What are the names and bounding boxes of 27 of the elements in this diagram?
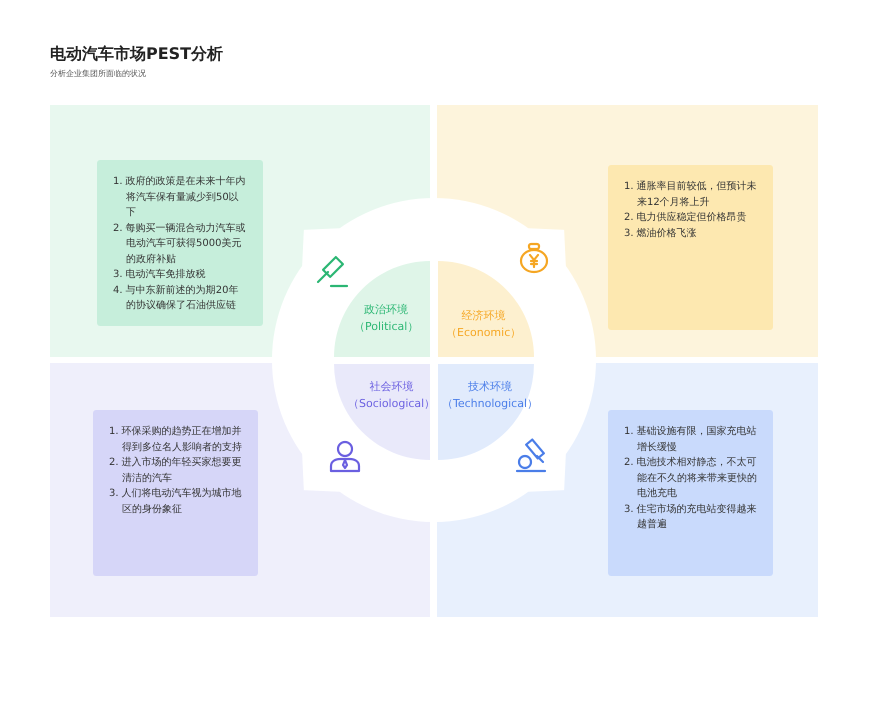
quadrant-subheading: （Technological） bbox=[442, 396, 538, 412]
subtitle: 分析企业集团所面临的状况 bbox=[50, 68, 146, 79]
quadrant-subheading: （Economic） bbox=[446, 325, 522, 341]
list-item: 1. 通胀率目前较低，但预计未来12个月将上升 bbox=[624, 180, 757, 210]
quadrant-heading: 社会环境 bbox=[368, 379, 415, 395]
list-item: 3. 住宅市场的充电站变得越来越普遍 bbox=[624, 502, 757, 532]
quadrant-heading: 经济环境 bbox=[460, 308, 507, 324]
list-item: 1. 基础设施有限，国家充电站增长缓慢 bbox=[624, 424, 757, 454]
list-item: 2. 电池技术相对静态，不太可能在不久的将来带来更快的电池充电 bbox=[624, 456, 757, 501]
quadrant-heading: 政治环境 bbox=[363, 302, 410, 318]
title: 电动汽车市场PEST分析 bbox=[50, 44, 224, 65]
quadrant-subheading: （Political） bbox=[354, 319, 418, 335]
list-item: 2. 电力供应稳定但价格昂贵 bbox=[624, 210, 748, 225]
list-item: 2. 进入市场的年轻买家想要更清洁的汽车 bbox=[109, 456, 242, 486]
note-card bbox=[608, 165, 773, 330]
list-item: 3. 电动汽车免排放税 bbox=[113, 268, 207, 282]
list-item: 3. 燃油价格飞涨 bbox=[624, 226, 698, 240]
list-item: 2. 每购买一辆混合动力汽车或电动汽车可获得5000美元的政府补贴 bbox=[113, 222, 247, 266]
list-item: 1. 环保采购的趋势正在增加并得到多位名人影响者的支持 bbox=[109, 424, 242, 454]
note-card bbox=[97, 160, 263, 326]
list-item: 1. 政府的政策是在未来十年内将汽车保有量减少到50以下 bbox=[113, 174, 247, 220]
note-card bbox=[608, 410, 773, 576]
quadrant-heading: 技术环境 bbox=[467, 379, 513, 395]
note-card bbox=[93, 410, 258, 576]
list-item: 3. 人们将电动汽车视为城市地区的身份象征 bbox=[109, 486, 242, 516]
list-item: 4. 与中东新前述的为期20年的协议确保了石油供应链 bbox=[113, 284, 240, 313]
quadrant-subheading: （Sociological） bbox=[348, 396, 436, 412]
